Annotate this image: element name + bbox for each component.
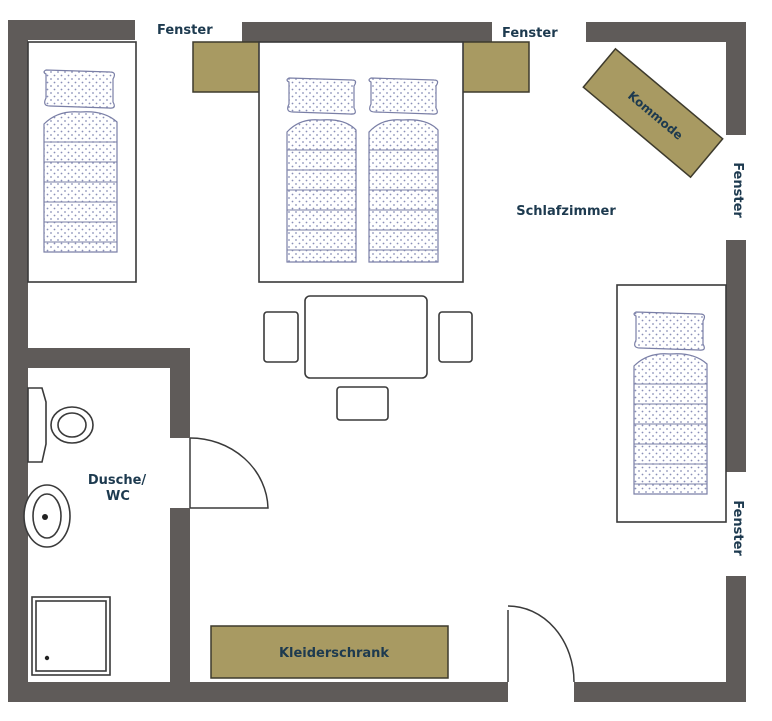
wardrobe-label: Kleiderschrank bbox=[279, 646, 389, 661]
table-with-chairs bbox=[263, 295, 473, 421]
wall-top-middle bbox=[242, 22, 492, 42]
window-sill-top-right bbox=[461, 41, 530, 93]
window-label-top-left: Fenster bbox=[157, 23, 213, 38]
single-bed-left bbox=[27, 41, 137, 283]
chair-right bbox=[438, 311, 473, 363]
wall-bath-top bbox=[28, 348, 190, 368]
wall-top-right bbox=[586, 22, 746, 42]
sink bbox=[23, 484, 71, 548]
wall-top-left-stub bbox=[8, 20, 135, 40]
wall-right-top bbox=[726, 22, 746, 135]
table bbox=[304, 295, 428, 379]
wall-right-bottom bbox=[726, 576, 746, 702]
toilet bbox=[27, 387, 94, 463]
wall-right-middle bbox=[726, 240, 746, 472]
room-label-bedroom: Schlafzimmer bbox=[516, 204, 616, 219]
window-label-top-right: Fenster bbox=[502, 26, 558, 41]
dresser: Kommode bbox=[582, 47, 724, 179]
wall-bottom-right bbox=[574, 682, 746, 702]
chair-left bbox=[263, 311, 299, 363]
shower-tray bbox=[31, 596, 111, 676]
window-label-right-lower: Fenster bbox=[730, 500, 745, 556]
entrance-door[interactable] bbox=[507, 605, 575, 683]
double-bed bbox=[258, 41, 464, 283]
window-sill-top-left bbox=[192, 41, 261, 93]
room-label-bathroom-line2: WC bbox=[106, 489, 130, 504]
bathroom-door[interactable] bbox=[189, 437, 269, 509]
wall-bottom-left bbox=[8, 682, 508, 702]
bathroom-fixtures bbox=[23, 387, 111, 676]
wall-bath-lower bbox=[170, 508, 190, 684]
wall-bath-upper bbox=[170, 348, 190, 438]
window-label-right-upper: Fenster bbox=[730, 162, 745, 218]
chair-bottom bbox=[336, 386, 389, 421]
wall-left bbox=[8, 20, 28, 702]
wardrobe: Kleiderschrank bbox=[210, 625, 449, 679]
room-label-bathroom-line1: Dusche/ bbox=[88, 473, 147, 488]
walls bbox=[8, 20, 746, 702]
single-bed-right bbox=[616, 284, 727, 523]
